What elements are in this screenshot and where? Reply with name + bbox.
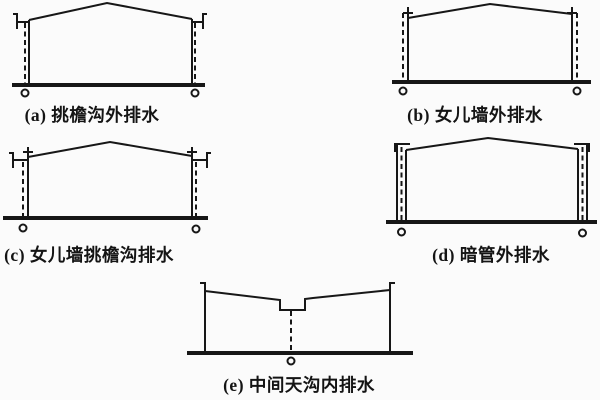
diagram-c-drawing bbox=[3, 140, 211, 234]
roof-outline bbox=[28, 1, 193, 21]
diagram-b-drawing bbox=[392, 2, 591, 96]
caption-b: (b) 女儿墙外排水 bbox=[407, 105, 543, 125]
left-eave-gutter-lip bbox=[13, 13, 18, 29]
left-drain-outlet-circle bbox=[18, 223, 28, 233]
left-drain-outlet-circle bbox=[20, 88, 30, 98]
right-drain-outlet-circle bbox=[572, 86, 582, 96]
right-drain-outlet-circle bbox=[578, 228, 587, 238]
left-drain-outlet-circle bbox=[398, 86, 408, 96]
right-eave-gutter-lip bbox=[202, 13, 207, 29]
right-drain-outlet-circle bbox=[191, 224, 201, 234]
diagram-a-drawing bbox=[12, 1, 207, 98]
diagram-c-parapet-eave-gutter-drainage bbox=[0, 135, 225, 240]
caption-e: (e) 中间天沟内排水 bbox=[223, 375, 375, 395]
diagram-a-eave-gutter-external-drainage bbox=[8, 0, 218, 102]
diagram-e-drawing bbox=[187, 282, 413, 366]
diagram-b-parapet-external-drainage bbox=[385, 0, 600, 102]
left-wall-cap bbox=[394, 143, 410, 152]
right-drain-outlet-circle bbox=[190, 88, 200, 98]
left-eave-gutter-lip bbox=[9, 152, 14, 168]
right-wall-cap bbox=[574, 143, 590, 152]
left-drain-outlet-circle bbox=[397, 227, 406, 237]
drain-outlet-circle bbox=[286, 356, 296, 366]
right-eave-gutter-lip bbox=[206, 152, 211, 168]
butterfly-roof-with-center-gutter-notch bbox=[204, 289, 391, 311]
diagram-d-concealed-pipe-drainage bbox=[383, 135, 600, 240]
diagram-e-middle-gutter-internal-drainage bbox=[183, 278, 418, 373]
caption-a: (a) 挑檐沟外排水 bbox=[24, 105, 160, 125]
roof-outline bbox=[405, 136, 579, 151]
roof-outline bbox=[407, 2, 573, 19]
diagram-d-drawing bbox=[386, 136, 597, 238]
caption-d: (d) 暗管外排水 bbox=[432, 245, 550, 265]
caption-c: (c) 女儿墙挑檐沟排水 bbox=[4, 245, 174, 265]
roof-outline bbox=[27, 140, 193, 158]
